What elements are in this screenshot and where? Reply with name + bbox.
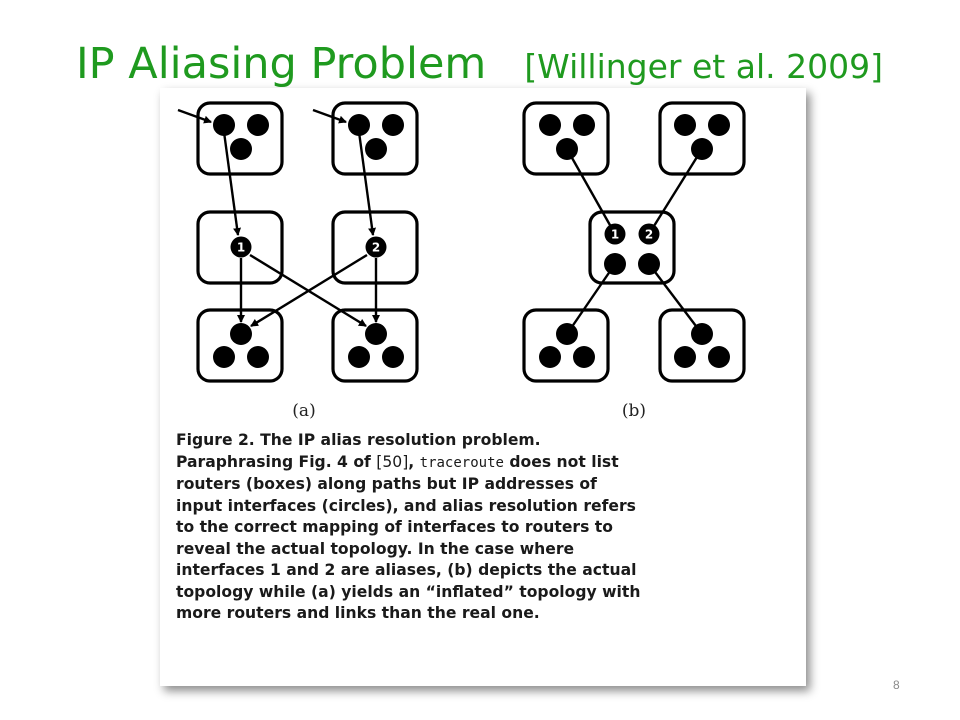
- link-line: [648, 263, 703, 335]
- interface-circle: [674, 114, 696, 136]
- interface-circle: [348, 346, 370, 368]
- interface-circle: [365, 138, 387, 160]
- interface-circle: [348, 114, 370, 136]
- interface-circle: [708, 114, 730, 136]
- link-line: [566, 263, 616, 335]
- interface-circle: [556, 323, 578, 345]
- interface-circle-1a: [230, 236, 252, 258]
- caption-body: does not list routers (boxes) along path…: [176, 452, 641, 623]
- link-arrow: [250, 253, 368, 328]
- interface-circle: [573, 346, 595, 368]
- slide-title: IP Aliasing Problem [Willinger et al. 200…: [76, 36, 883, 95]
- interface-circle-2a: [365, 236, 387, 258]
- title-text: IP Aliasing Problem: [76, 39, 487, 89]
- router-box-a-top-left: [196, 101, 284, 176]
- interface-circle: [691, 138, 713, 160]
- diagram-b-interfaces: [539, 114, 730, 368]
- interface-circle: [382, 114, 404, 136]
- diagram-a-links: [177, 108, 380, 328]
- interface-circle: [382, 346, 404, 368]
- caption-code: traceroute: [419, 454, 504, 471]
- caption-separator: ,: [408, 452, 420, 471]
- caption-lead: Figure 2. The IP alias resolution proble…: [176, 431, 541, 471]
- interface-circle: [247, 114, 269, 136]
- figure-caption: Figure 2. The IP alias resolution proble…: [176, 430, 646, 625]
- interface-label-2a: 2: [372, 241, 380, 255]
- interface-circle: [674, 346, 696, 368]
- link-arrow: [222, 131, 242, 236]
- interface-circle: [708, 346, 730, 368]
- router-box-b-bottom-left: [522, 308, 610, 383]
- interface-label-1a: 1: [237, 241, 245, 255]
- interface-circle: [604, 253, 626, 275]
- figure-panel: 1 2 (a): [160, 88, 806, 686]
- interface-circle: [365, 323, 387, 345]
- interface-circle: [556, 138, 578, 160]
- subfigure-label-a: (a): [292, 401, 315, 421]
- interface-circle: [539, 346, 561, 368]
- interface-circle: [213, 346, 235, 368]
- router-box-a-top-right: [331, 101, 419, 176]
- link-arrow: [357, 131, 377, 236]
- incoming-arrow-right: [312, 108, 347, 124]
- diagram-b: [522, 101, 746, 383]
- interface-circle: [638, 253, 660, 275]
- interface-circle: [247, 346, 269, 368]
- alias-diagram: 1 2 (a): [177, 101, 746, 421]
- interface-circle: [230, 323, 252, 345]
- diagram-b-links: [565, 148, 704, 335]
- interface-circle: [539, 114, 561, 136]
- router-box-b-top-right: [658, 101, 746, 176]
- link-line: [647, 148, 704, 235]
- router-box-b-center: [588, 210, 676, 285]
- interface-circle: [213, 114, 235, 136]
- interface-label-1b: 1: [611, 228, 619, 242]
- interface-circle-2b: [638, 223, 660, 245]
- title-citation: [Willinger et al. 2009]: [524, 47, 883, 86]
- router-box-b-bottom-right: [658, 308, 746, 383]
- caption-reference: [50]: [376, 452, 409, 471]
- interface-circle: [573, 114, 595, 136]
- link-line: [565, 148, 617, 235]
- incoming-arrow-left: [177, 108, 212, 124]
- page-number: 8: [893, 678, 900, 692]
- subfigure-label-b: (b): [622, 401, 646, 421]
- router-box-b-top-left: [522, 101, 610, 176]
- interface-circle: [230, 138, 252, 160]
- interface-circle-1b: [604, 223, 626, 245]
- interface-circle: [691, 323, 713, 345]
- diagram-a-interfaces: [213, 114, 404, 368]
- interface-label-2b: 2: [645, 228, 653, 242]
